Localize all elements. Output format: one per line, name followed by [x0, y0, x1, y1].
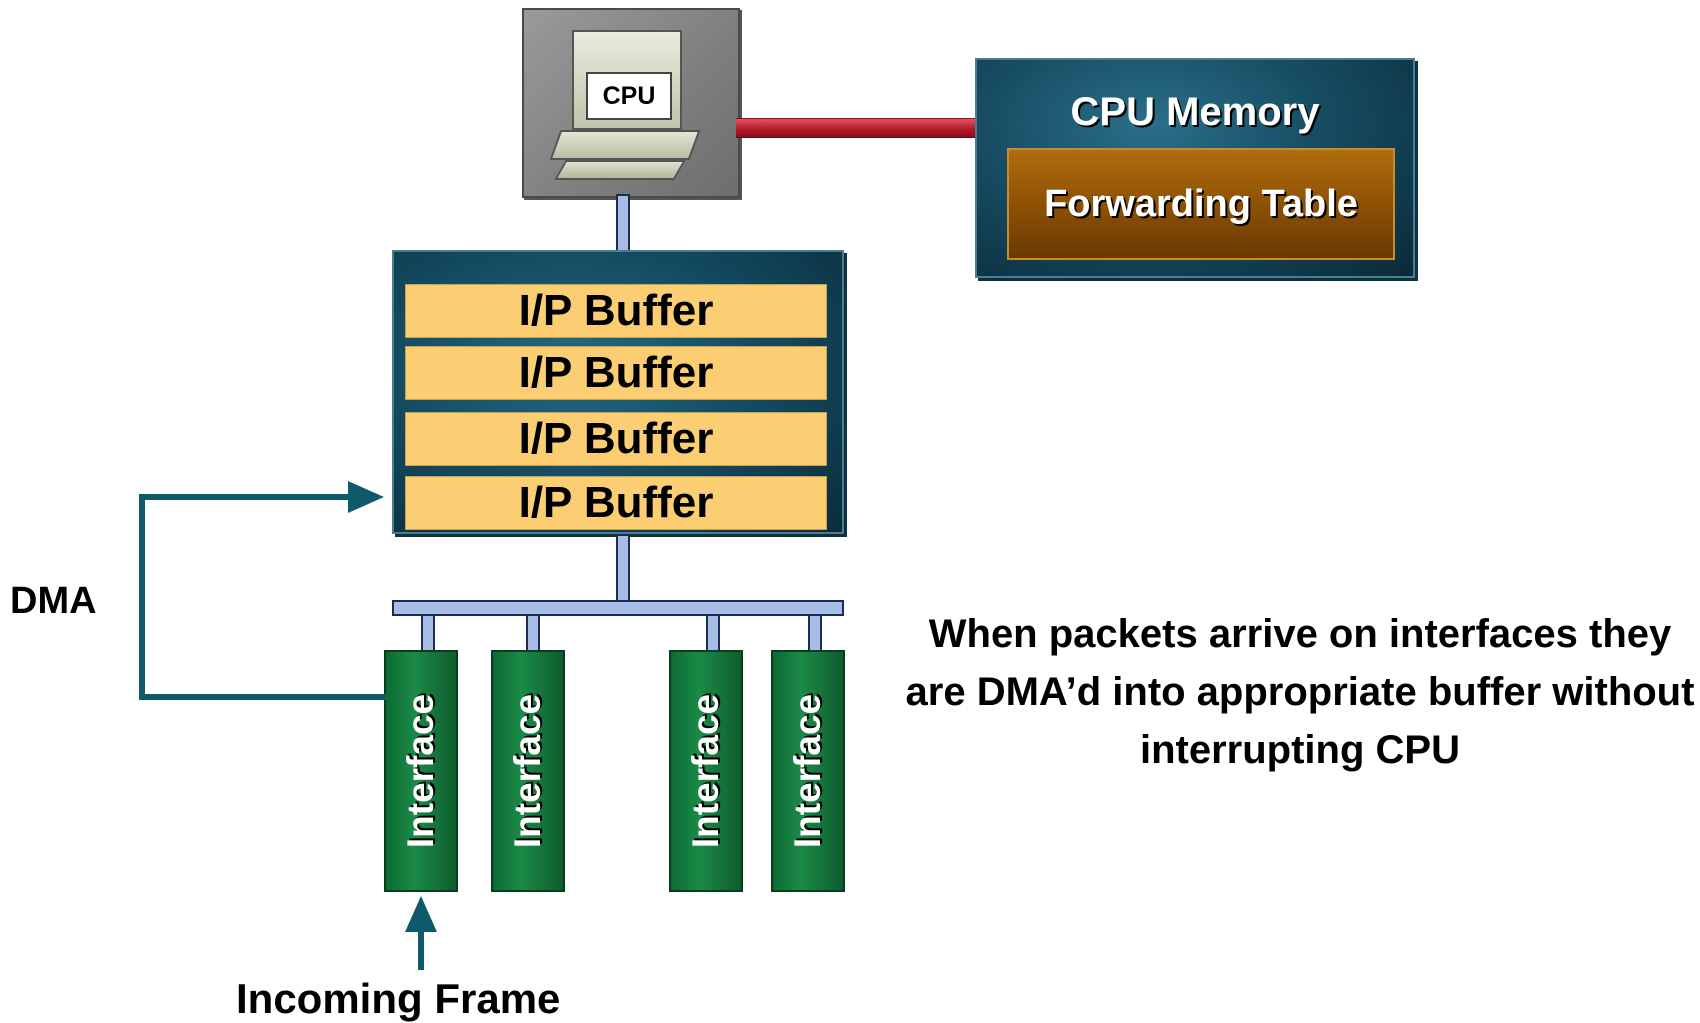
cpu-memory-title: CPU Memory — [1070, 90, 1320, 134]
cpu-label: CPU — [586, 72, 672, 120]
forwarding-table: Forwarding Table — [1007, 148, 1395, 260]
interface-card: Interface — [384, 650, 458, 892]
explanation-note: When packets arrive on interfaces they a… — [905, 612, 1695, 772]
interface-card: Interface — [491, 650, 565, 892]
interface-card: Interface — [771, 650, 845, 892]
incoming-arrowhead-icon — [405, 896, 437, 932]
dma-arrow — [139, 494, 386, 700]
dma-label: DMA — [10, 580, 97, 622]
interface-card: Interface — [669, 650, 743, 892]
ip-buffer: I/P Buffer — [405, 284, 827, 338]
interface-bus — [392, 600, 844, 616]
ip-buffer: I/P Buffer — [405, 346, 827, 400]
memory-link — [736, 118, 976, 138]
ip-buffer: I/P Buffer — [405, 476, 827, 530]
dma-arrowhead-icon — [348, 481, 384, 513]
ip-buffer: I/P Buffer — [405, 412, 827, 466]
incoming-frame-label: Incoming Frame — [236, 975, 561, 1022]
